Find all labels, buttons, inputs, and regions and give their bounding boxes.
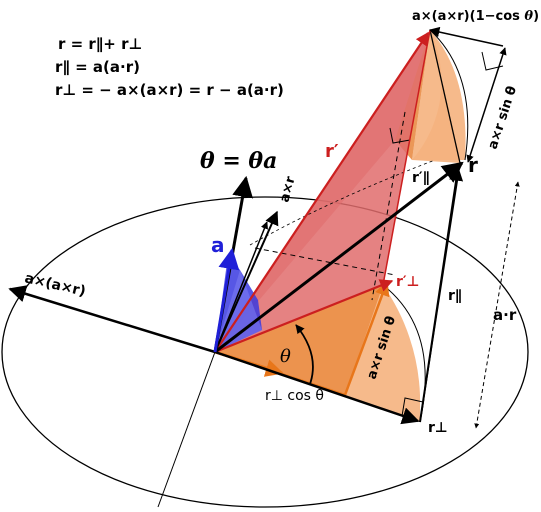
r-perp-prime-label: r′⊥ — [396, 274, 419, 290]
plane-axis-line — [157, 351, 216, 508]
a-cross-r-vector — [214, 210, 279, 353]
r-par-prime-label: r′∥ — [412, 170, 430, 186]
r-perp-label: r⊥ — [428, 420, 448, 436]
r-perp-cos-label: r⊥ cos θ — [265, 388, 324, 404]
dashed-guide-1 — [254, 247, 396, 276]
right-angle-marker-top — [481, 51, 504, 71]
r-prime-vector — [214, 31, 429, 353]
axr-sin-right-vector — [466, 47, 507, 163]
a-cross-r-label: a×r — [277, 174, 298, 204]
dashed-guide-2 — [371, 111, 406, 301]
theta-label: θ — [280, 346, 291, 367]
axr-sin-vector — [343, 280, 390, 396]
a-cross-r-vector-2 — [214, 221, 268, 353]
rotation-plane-ellipse — [1, 196, 529, 508]
equation-line-1: r = r∥+ r⊥ — [58, 35, 142, 53]
a-unit-vector — [213, 247, 240, 353]
axis-angle-wedge-light — [215, 270, 262, 352]
r-par-label: r∥ — [448, 288, 462, 304]
r-vector — [214, 161, 464, 354]
a-label: a — [211, 233, 225, 257]
theta-a-label: θ = θa — [200, 148, 277, 174]
r-label: r — [468, 153, 478, 177]
top-cross-vector — [428, 26, 504, 47]
a-dot-r-label: a·r — [493, 306, 517, 324]
right-angle-marker-mid — [389, 127, 411, 144]
a-dot-r-measure — [474, 181, 520, 429]
dashed-arc — [249, 159, 436, 246]
equation-line-2: r∥ = a(a·r) — [55, 58, 140, 76]
lower-sector-dark — [215, 285, 383, 395]
r-prime-edge — [382, 29, 431, 286]
top-label: a×(a×r)(1−cos θ) — [412, 9, 539, 24]
equation-line-3: r⊥ = − a×(a×r) = r − a(a·r) — [55, 81, 284, 99]
theta-angle-arc — [295, 324, 314, 385]
upper-sector-edge — [429, 29, 461, 164]
r-perp-vector — [214, 350, 420, 425]
r-perp-prime-vector — [214, 279, 394, 354]
r-prime-label: r′ — [325, 141, 339, 162]
r-parallel-vector — [419, 166, 464, 423]
a-cross-a-cross-r-vector — [8, 285, 216, 354]
